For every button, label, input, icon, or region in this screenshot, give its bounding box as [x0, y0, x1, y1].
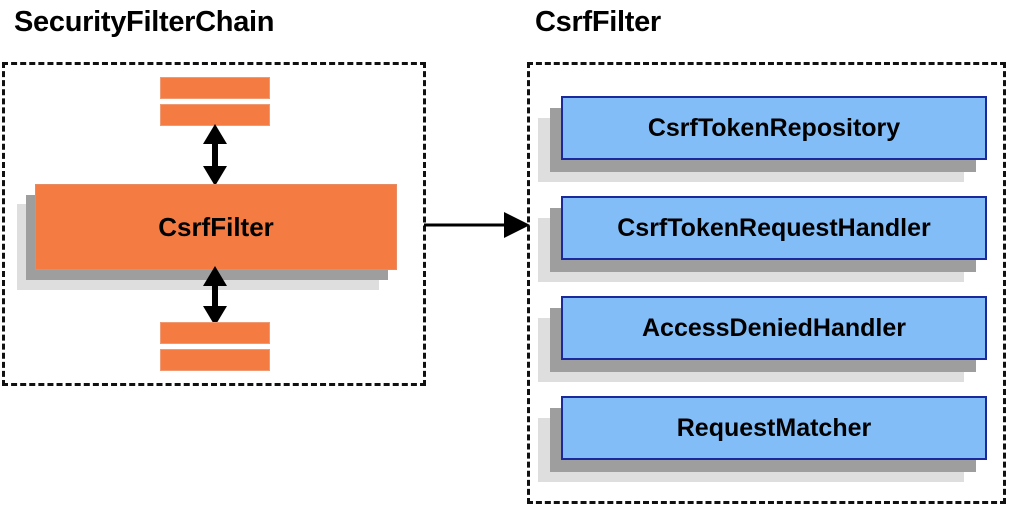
csrffilter-collaborators-panel [527, 62, 1006, 504]
collaborator-box-accessdeniedhandler[interactable]: AccessDeniedHandler [561, 296, 987, 360]
double-arrow-above-csrffilter [203, 124, 227, 186]
csrffilter-to-collaborators-arrow [424, 212, 530, 238]
double-arrow-below-csrffilter [203, 266, 227, 326]
filter-stub-top-1 [160, 77, 270, 99]
page-title-csrffilter: CsrfFilter [535, 6, 661, 38]
filter-stub-bottom-1 [160, 322, 270, 344]
collaborator-box-requestmatcher[interactable]: RequestMatcher [561, 396, 987, 460]
page-title-securityfilterchain: SecurityFilterChain [14, 6, 275, 38]
filter-stub-top-2 [160, 104, 270, 126]
filter-stub-bottom-2 [160, 349, 270, 371]
csrffilter-box[interactable]: CsrfFilter [35, 184, 397, 270]
collaborator-box-csrftokenrepository[interactable]: CsrfTokenRepository [561, 96, 987, 160]
collaborator-box-csrftokenrequesthandler[interactable]: CsrfTokenRequestHandler [561, 196, 987, 260]
